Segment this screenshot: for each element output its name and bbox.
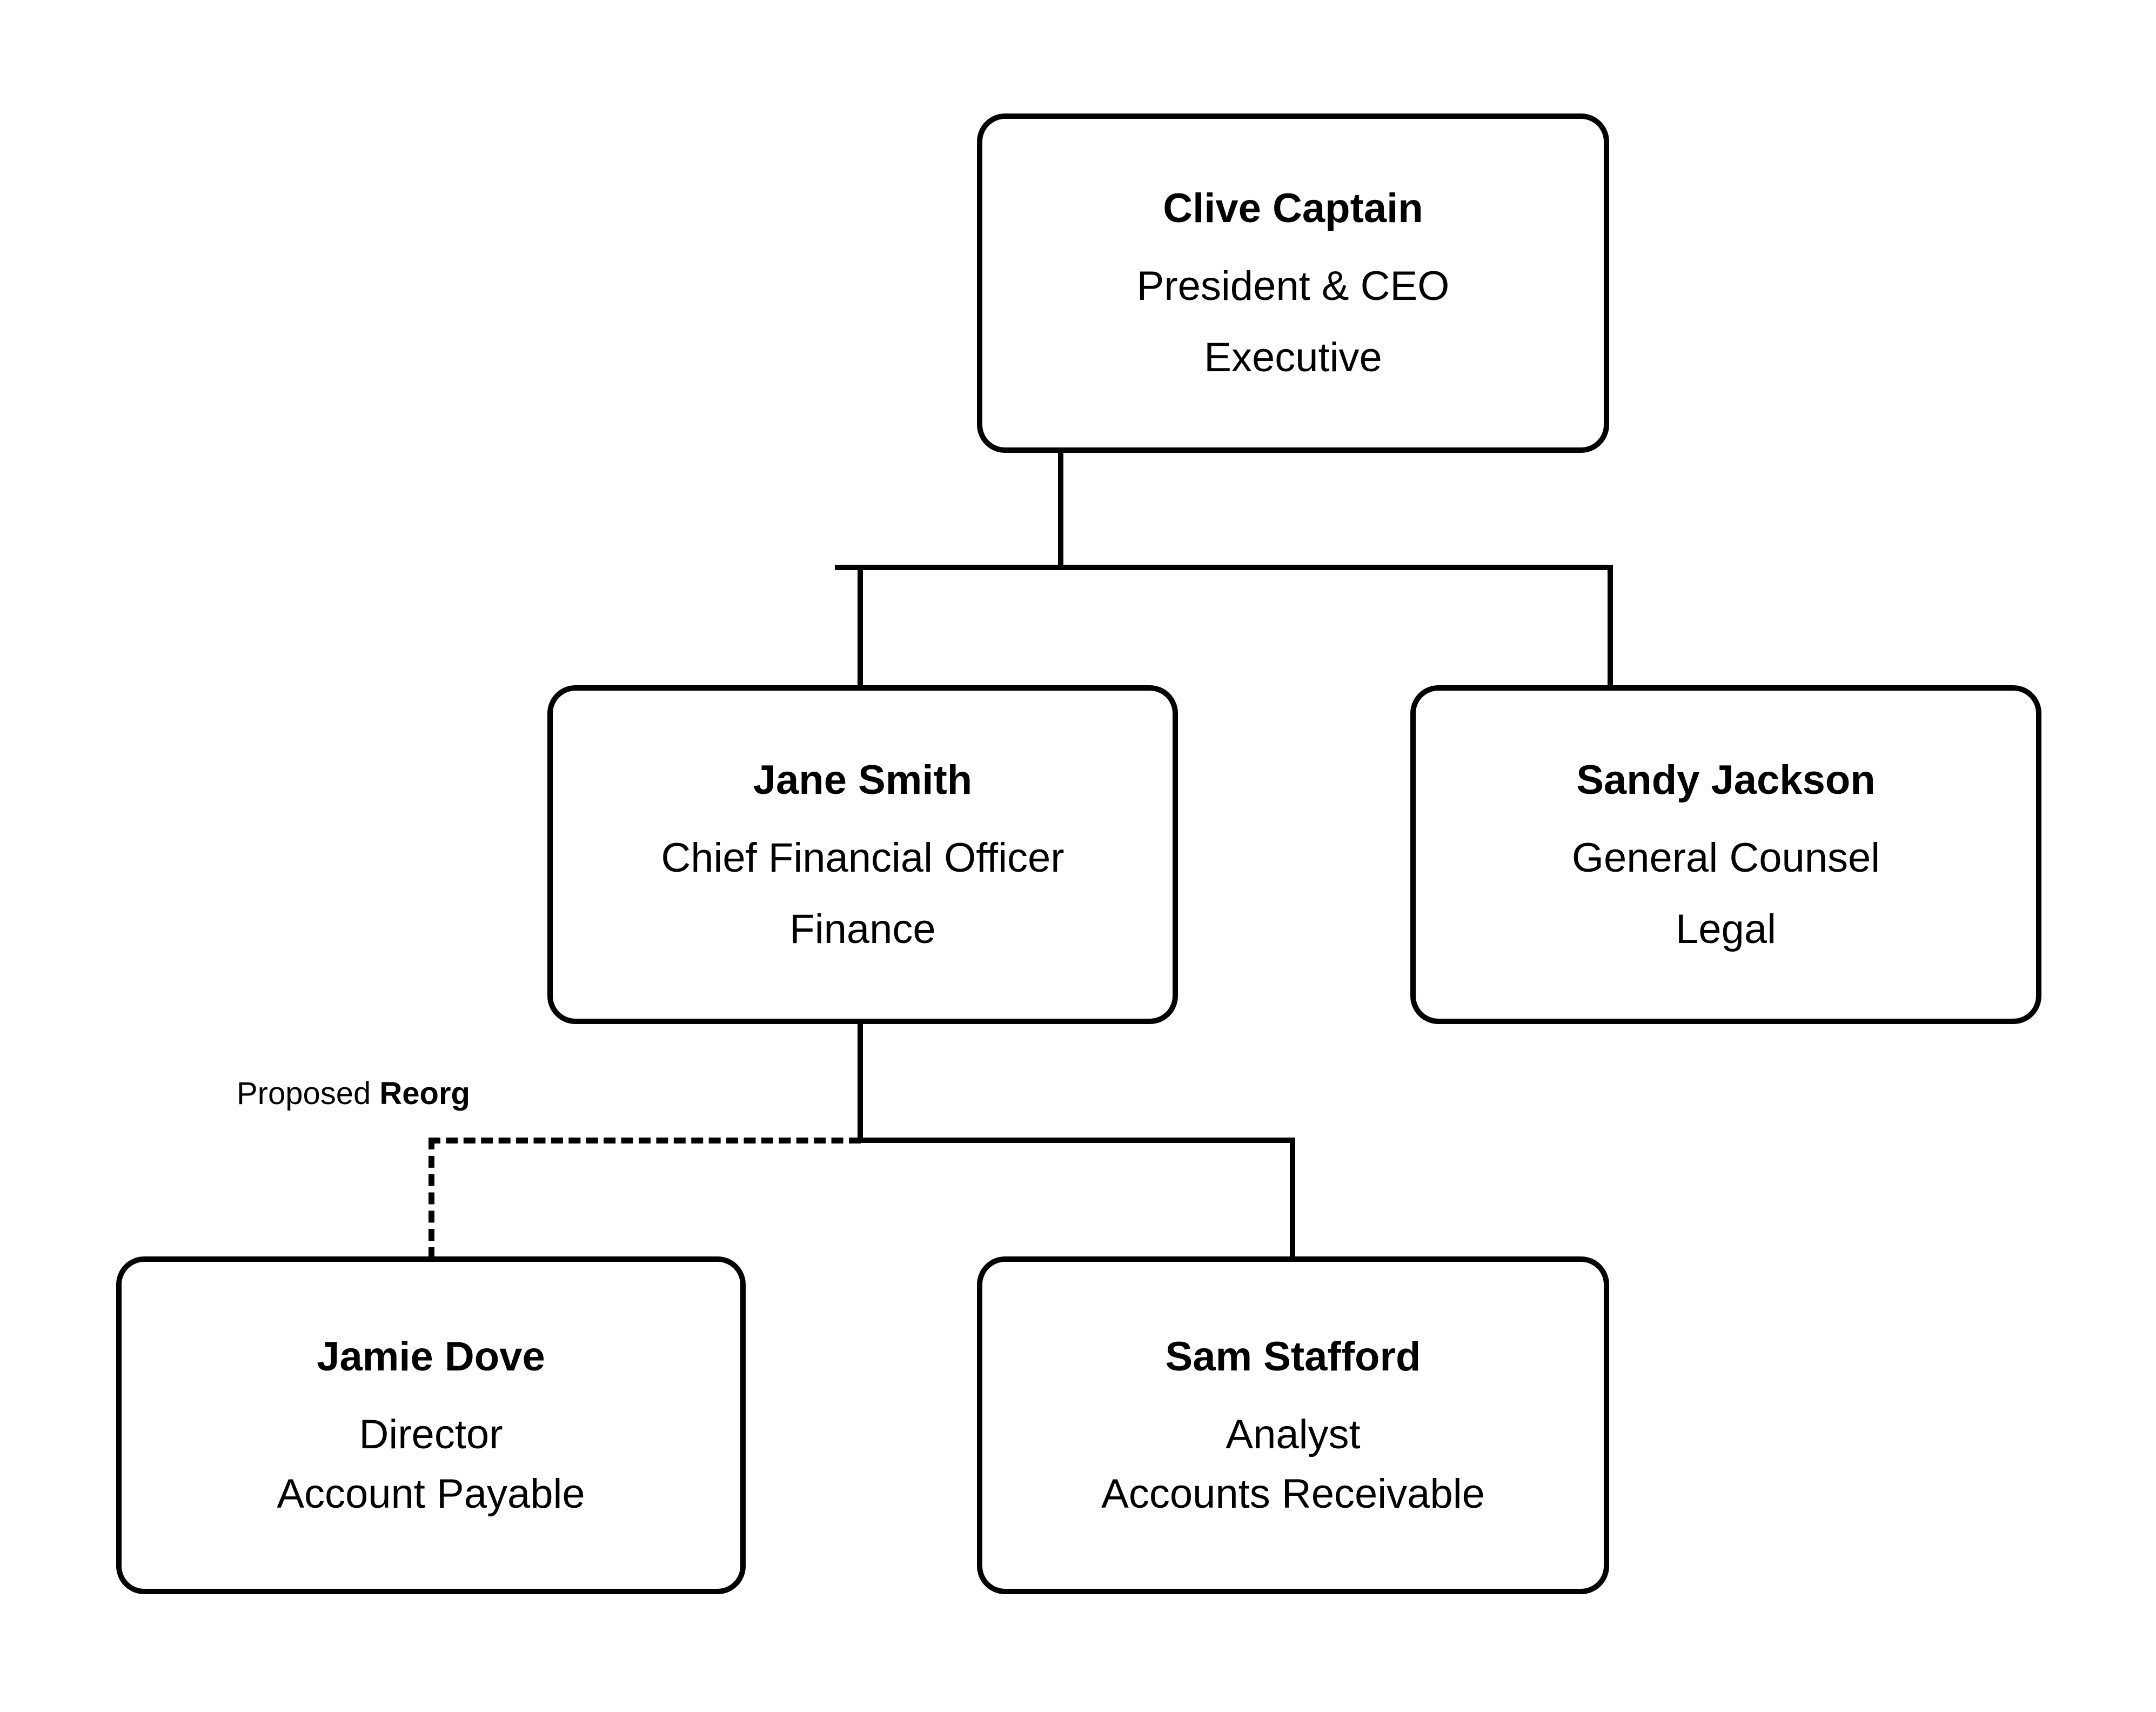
org-node-ap-name: Jamie Dove — [317, 1333, 545, 1380]
connector-ceo-stem — [1058, 453, 1063, 570]
org-node-ap-title: Director — [359, 1411, 503, 1457]
org-node-ar-department: Accounts Receivable — [1101, 1470, 1485, 1517]
org-node-counsel[interactable]: Sandy Jackson General Counsel Legal — [1410, 685, 2041, 1024]
connector-to-counsel — [1608, 565, 1613, 688]
connector-to-cfo — [858, 565, 863, 688]
org-node-cfo-department: Finance — [789, 906, 936, 952]
connector-level3-bus-solid — [858, 1138, 1295, 1143]
org-node-counsel-title: General Counsel — [1571, 834, 1880, 881]
org-node-cfo[interactable]: Jane Smith Chief Financial Officer Finan… — [547, 685, 1178, 1024]
connector-level2-bus — [835, 565, 1613, 570]
org-node-cfo-name: Jane Smith — [753, 757, 973, 803]
org-node-ceo-name: Clive Captain — [1163, 185, 1423, 231]
connector-to-ar — [1290, 1138, 1295, 1259]
org-node-ceo[interactable]: Clive Captain President & CEO Executive — [977, 113, 1609, 453]
proposed-reorg-label-normal: Proposed — [237, 1076, 380, 1111]
proposed-reorg-label: Proposed Reorg — [237, 1078, 470, 1109]
org-node-ceo-title: President & CEO — [1136, 263, 1450, 309]
connector-proposed-reorg-vertical — [428, 1138, 434, 1259]
org-node-counsel-department: Legal — [1676, 906, 1776, 952]
org-node-ar-name: Sam Stafford — [1165, 1333, 1421, 1380]
org-node-counsel-name: Sandy Jackson — [1576, 757, 1876, 803]
org-node-ceo-department: Executive — [1204, 335, 1382, 380]
org-node-ar[interactable]: Sam Stafford Analyst Accounts Receivable — [977, 1256, 1609, 1594]
org-node-ap[interactable]: Jamie Dove Director Account Payable — [116, 1256, 746, 1594]
org-node-cfo-title: Chief Financial Officer — [661, 834, 1064, 881]
connector-cfo-stem — [858, 1024, 863, 1143]
org-node-ap-department: Account Payable — [277, 1470, 585, 1517]
org-node-ar-title: Analyst — [1226, 1411, 1361, 1457]
connector-proposed-reorg-horizontal — [428, 1138, 861, 1143]
proposed-reorg-label-strong: Reorg — [379, 1076, 470, 1111]
